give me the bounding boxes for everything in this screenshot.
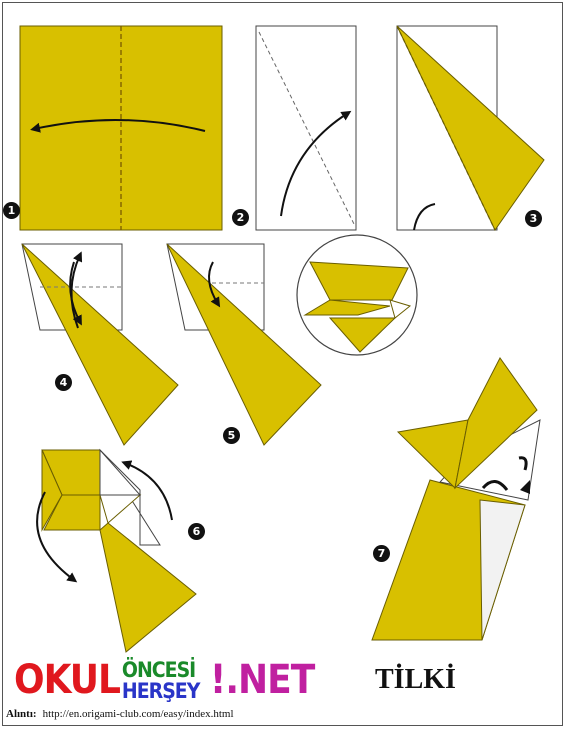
step-number-6: 6 [188, 523, 205, 540]
step-5-detail-circle [296, 234, 418, 356]
step-2-figure [255, 25, 357, 231]
source-url: http://en.origami-club.com/easy/index.ht… [42, 708, 234, 720]
logo-part-3: !.NET [209, 657, 315, 703]
step-6-figure [36, 448, 197, 653]
step-1-figure [19, 25, 223, 231]
step-5-figure [166, 243, 322, 446]
step-number-5: 5 [223, 427, 240, 444]
origami-diagram [19, 25, 545, 653]
step-4-figure [21, 243, 179, 446]
diagram-title: TİLKİ [375, 664, 456, 695]
step-number-4: 4 [55, 374, 72, 391]
logo-part-2-top: ÖNCESİ [121, 658, 196, 682]
logo-part-1: OKUL [14, 657, 121, 703]
step-number-1: 1 [3, 202, 20, 219]
source-line: Alıntı: http://en.origami-club.com/easy/i… [6, 708, 234, 720]
source-label: Alıntı: [6, 708, 37, 720]
logo-part-2-bottom: HERŞEY [121, 679, 200, 703]
step-number-3: 3 [525, 210, 542, 227]
step-7-figure [371, 357, 541, 641]
step-number-2: 2 [232, 209, 249, 226]
step-number-7: 7 [373, 545, 390, 562]
step-3-figure [396, 25, 545, 231]
